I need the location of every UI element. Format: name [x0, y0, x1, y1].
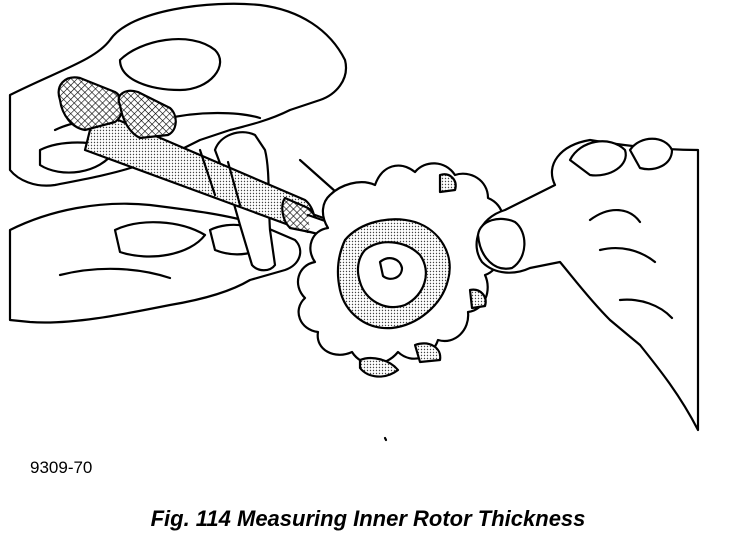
figure-id-label: 9309-70 [30, 458, 93, 477]
left-lower-hand [8, 202, 302, 324]
inner-rotor [296, 162, 505, 378]
figure-caption: Fig. 114 Measuring Inner Rotor Thickness [150, 506, 586, 531]
right-hand [383, 137, 700, 442]
